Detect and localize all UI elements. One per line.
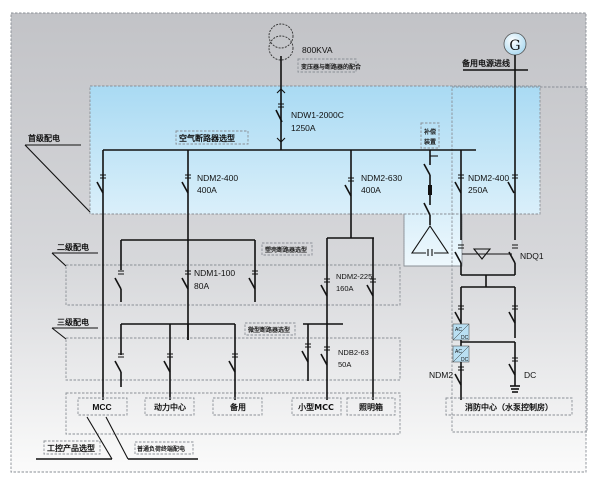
mcb-selection-tag[interactable]: 微型断路器选型: [247, 326, 290, 334]
mccb-selection-tag[interactable]: 塑壳断路器选型: [265, 246, 307, 254]
industrial-selection-tag[interactable]: 工控产品选型: [47, 443, 95, 453]
svg-text:AC: AC: [455, 349, 462, 355]
svg-text:照明箱: 照明箱: [359, 402, 383, 412]
load-box-small-mcc[interactable]: 小型MCC: [291, 397, 342, 416]
second-level-zone: [65, 264, 401, 306]
transformer-tag[interactable]: 变压器与断路器的配合: [301, 63, 362, 71]
breaker-b4-model: NDM1-100: [194, 268, 235, 278]
svg-text:MCC: MCC: [92, 402, 111, 412]
breaker-b2-current: 400A: [361, 185, 381, 195]
acb-selection-tag[interactable]: 空气断路器选型: [179, 133, 235, 143]
load-band: [65, 392, 401, 435]
backup-power-label: 备用电源进线: [461, 58, 510, 68]
ac-dc-converter-2: AC DC: [452, 345, 470, 363]
first-level-label: 首级配电: [28, 133, 60, 143]
main-breaker-model: NDW1-2000C: [291, 110, 344, 120]
main-breaker-symbol: [275, 103, 284, 123]
svg-text:DC: DC: [461, 335, 469, 341]
fire-control-center-box[interactable]: 消防中心（水泵控制房）: [445, 397, 573, 416]
breaker-b6-model: NDB2-63: [338, 348, 369, 357]
svg-text:消防中心（水泵控制房）: 消防中心（水泵控制房）: [465, 402, 553, 412]
svg-text:AC: AC: [455, 327, 462, 333]
main-breaker-current: 1250A: [291, 123, 316, 133]
breaker-b4-current: 80A: [194, 281, 209, 291]
svg-text:G: G: [509, 38, 520, 54]
svg-text:装置: 装置: [423, 138, 436, 146]
dc-label: DC: [524, 370, 536, 380]
svg-text:小型MCC: 小型MCC: [297, 402, 334, 412]
compensation-tag-line1[interactable]: 补偿: [423, 128, 436, 136]
load-box-spare[interactable]: 备用: [212, 397, 263, 416]
ats-label: NDQ1: [520, 251, 544, 261]
load-box-mcc[interactable]: MCC: [77, 397, 128, 416]
breaker-b3-model: NDM2-400: [468, 173, 509, 183]
terminal-distribution-tag[interactable]: 普通负荷终端配电: [137, 445, 185, 453]
breaker-b5-model: NDM2-225: [336, 272, 372, 281]
breaker-b5-current: 160A: [336, 284, 354, 293]
svg-text:动力中心: 动力中心: [154, 402, 186, 412]
capacitor-bank-icon: [410, 225, 450, 256]
battery-icon: [510, 385, 520, 393]
transformer-rating: 800KVA: [302, 45, 333, 55]
breaker-b3-current: 250A: [468, 185, 488, 195]
ac-dc-converter-1: AC DC: [452, 323, 470, 341]
ats-interlock-icon: [472, 248, 492, 260]
breaker-b6-current: 50A: [338, 360, 351, 369]
svg-text:备用: 备用: [229, 402, 246, 412]
ups-breaker-label: NDM2: [429, 370, 453, 380]
breaker-b2-model: NDM2-630: [361, 173, 402, 183]
second-level-label: 二级配电: [57, 242, 89, 252]
load-box-lighting[interactable]: 照明箱: [346, 397, 396, 416]
breaker-b1-model: NDM2-400: [197, 173, 238, 183]
svg-text:DC: DC: [461, 357, 469, 363]
third-level-label: 三级配电: [57, 317, 89, 327]
transformer-icon: [268, 23, 294, 61]
compensation-zone: [403, 213, 463, 267]
load-box-power-center[interactable]: 动力中心: [144, 397, 195, 416]
breaker-b1-current: 400A: [197, 185, 217, 195]
